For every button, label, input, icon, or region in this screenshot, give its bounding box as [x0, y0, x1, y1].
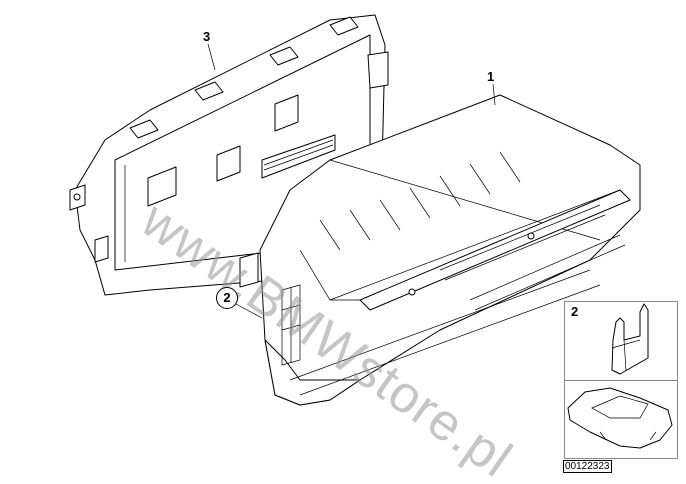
- part-1-cluster: [239, 94, 641, 406]
- leader-line-3: [207, 43, 216, 71]
- inset-divider: [564, 380, 677, 381]
- callout-1-label: 1: [487, 69, 495, 84]
- clip-illustration: [611, 303, 649, 375]
- leader-line-2: [235, 303, 263, 319]
- leader-line-1: [492, 83, 496, 106]
- car-illustration: [567, 387, 673, 449]
- callout-3-label: 3: [203, 29, 211, 44]
- diagram-code: 00122323: [563, 460, 612, 473]
- inset-number-label: 2: [571, 304, 579, 319]
- callout-2-label: 2: [216, 287, 238, 309]
